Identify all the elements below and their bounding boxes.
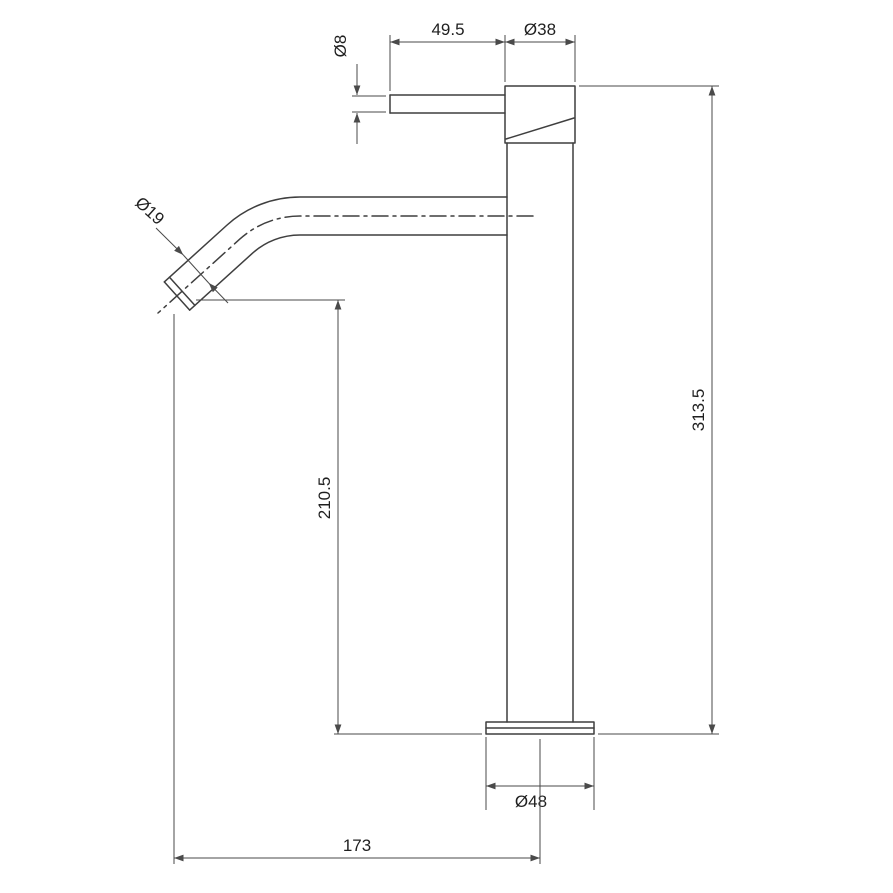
dim-spout-reach: 173 <box>173 314 541 864</box>
spout-top-edge <box>163 196 508 283</box>
faucet-outline <box>157 85 595 735</box>
dim-head-diameter: Ø38 <box>505 20 576 82</box>
dimensions: 49.5 Ø38 Ø8 Ø19 313.5 <box>131 20 719 864</box>
dimension-arrow-line <box>155 227 184 256</box>
spout-bottom-edge <box>188 234 508 311</box>
head-outline <box>504 85 576 144</box>
dim-handle-diameter: Ø8 <box>331 35 386 144</box>
spout <box>163 196 508 311</box>
dim-label-spout-reach: 173 <box>343 836 371 855</box>
base-flange <box>485 721 595 735</box>
dim-handle-length: 49.5 <box>389 20 506 91</box>
spout-centerline <box>157 215 534 314</box>
dim-label-overall-height: 313.5 <box>689 389 708 432</box>
head-tilt-line <box>505 117 575 140</box>
dim-overall-height: 313.5 <box>579 85 719 735</box>
dim-spout-diameter: Ø19 <box>131 193 229 304</box>
dim-label-handle-length: 49.5 <box>431 20 464 39</box>
dim-label-head-diameter: Ø38 <box>524 20 556 39</box>
dim-label-handle-diameter: Ø8 <box>331 35 350 58</box>
mixer-head <box>504 85 576 144</box>
dim-label-spout-diameter: Ø19 <box>131 193 168 229</box>
dim-spout-height: 210.5 <box>196 299 482 735</box>
handle-lever <box>389 94 506 114</box>
dimension-cross-line <box>182 254 210 284</box>
dim-label-base-diameter: Ø48 <box>515 792 547 811</box>
body-column <box>506 142 574 723</box>
dim-label-spout-height: 210.5 <box>315 477 334 520</box>
